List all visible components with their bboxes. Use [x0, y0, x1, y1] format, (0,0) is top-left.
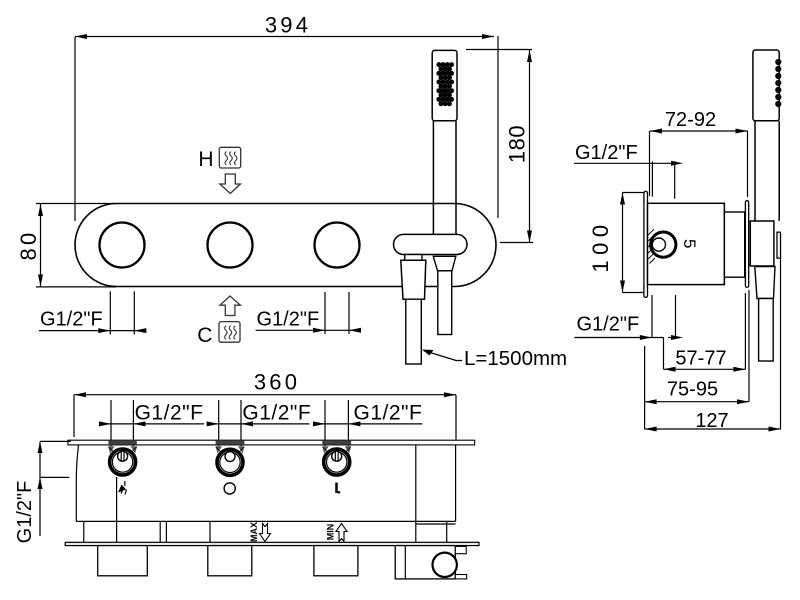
svg-text:127: 127 — [695, 410, 728, 432]
svg-text:72-92: 72-92 — [665, 109, 716, 131]
svg-text:394: 394 — [265, 13, 311, 38]
svg-text:G1/2"F: G1/2"F — [40, 308, 103, 330]
svg-text:G1/2"F: G1/2"F — [14, 481, 36, 544]
svg-text:G1/2"F: G1/2"F — [575, 142, 638, 164]
svg-text:H: H — [198, 148, 213, 171]
svg-text:G1/2"F: G1/2"F — [257, 308, 320, 330]
svg-text:57-77: 57-77 — [675, 347, 726, 369]
svg-text:80: 80 — [16, 230, 41, 261]
svg-text:MIN: MIN — [326, 524, 336, 541]
svg-text:100: 100 — [588, 219, 613, 272]
svg-text:180: 180 — [505, 125, 530, 163]
svg-text:G1/2"F: G1/2"F — [354, 402, 423, 425]
svg-text:360: 360 — [254, 369, 300, 394]
svg-text:G1/2"F: G1/2"F — [577, 314, 640, 336]
svg-text:5: 5 — [680, 239, 699, 248]
svg-text:G1/2"F: G1/2"F — [135, 402, 204, 425]
svg-text:75-95: 75-95 — [667, 379, 718, 401]
svg-text:MAX: MAX — [249, 522, 259, 542]
svg-text:L=1500mm: L=1500mm — [464, 347, 567, 370]
svg-text:G1/2"F: G1/2"F — [242, 402, 311, 425]
svg-text:C: C — [197, 324, 212, 347]
